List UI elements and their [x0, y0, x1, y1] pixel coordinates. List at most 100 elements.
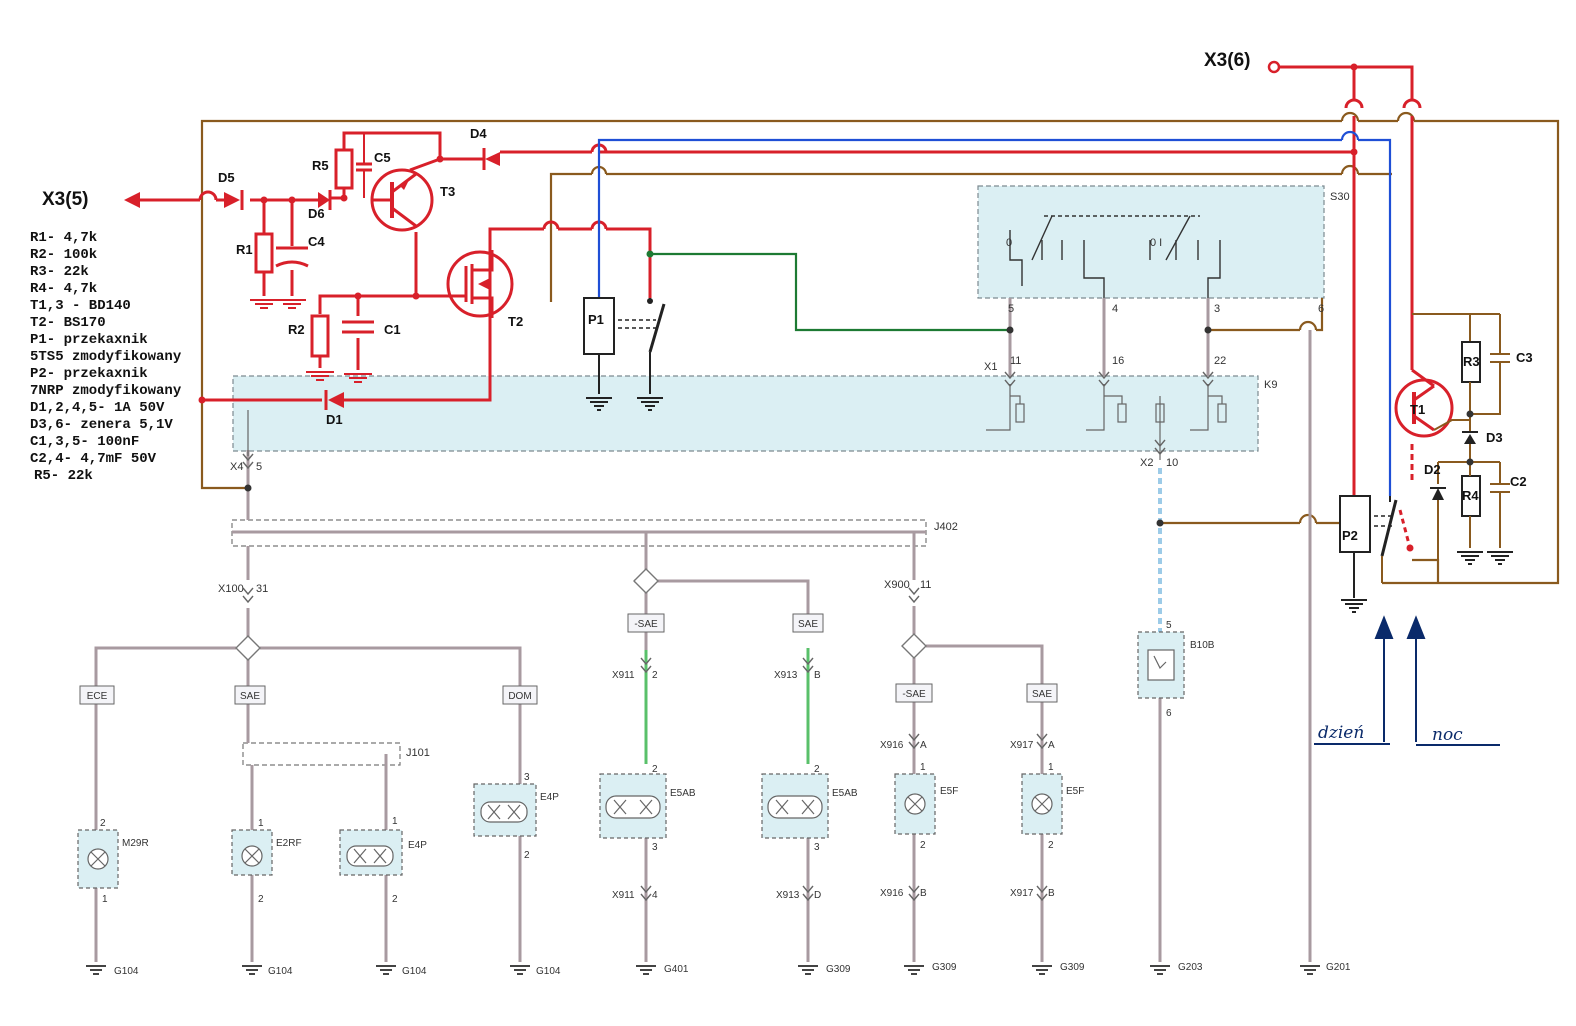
svg-text:E5F: E5F: [940, 786, 958, 797]
svg-text:G104: G104: [536, 966, 561, 977]
label-r3: R3: [1463, 354, 1480, 369]
label-x2: X2: [1140, 457, 1153, 469]
svg-text:G201: G201: [1326, 962, 1351, 973]
svg-text:3: 3: [524, 772, 530, 783]
svg-text:G203: G203: [1178, 962, 1203, 973]
svg-text:6: 6: [1166, 708, 1172, 719]
label-x900: X900: [884, 579, 910, 591]
svg-text:B: B: [1048, 888, 1055, 899]
relay-p2: [1339, 495, 1371, 553]
tag-nsae-2: -SAE: [895, 683, 933, 703]
svg-text:3: 3: [814, 842, 820, 853]
label-s30-pin: 6: [1318, 303, 1324, 315]
label-x100-pin: 31: [256, 583, 268, 595]
k9-internals: [247, 384, 1227, 460]
svg-text:X916: X916: [880, 888, 904, 899]
label-j101: J101: [406, 747, 430, 759]
svg-text:1: 1: [392, 816, 398, 827]
svg-text:A: A: [1048, 740, 1055, 751]
label-x2-pin: 10: [1166, 457, 1178, 469]
relay-p1-contact: [618, 298, 666, 394]
svg-text:4: 4: [652, 890, 658, 901]
label-s30-pos-b: 0 I: [1150, 237, 1162, 249]
diode-d4: [482, 148, 500, 170]
svg-text:G104: G104: [268, 966, 293, 977]
label-r1: R1: [236, 242, 253, 257]
label-s30: S30: [1330, 191, 1350, 203]
resistor-r2: [310, 314, 330, 358]
svg-text:X917: X917: [1010, 740, 1034, 751]
lamp-m29r: [77, 829, 119, 889]
label-day: dzień: [1318, 723, 1364, 743]
switch-module-s30: [977, 185, 1325, 299]
resistor-r1: [254, 232, 274, 274]
svg-text:2: 2: [392, 894, 398, 905]
svg-text:DOM: DOM: [508, 691, 531, 702]
svg-text:E5AB: E5AB: [832, 788, 858, 799]
legend-line: R2- 100k: [30, 247, 97, 263]
label-d3: D3: [1486, 430, 1503, 445]
tag-sae-3: SAE: [1026, 683, 1058, 703]
label-j402: J402: [934, 521, 958, 533]
label-s30-pin: 5: [1008, 303, 1014, 315]
label-x1-pin: 16: [1112, 355, 1124, 367]
label-d4: D4: [470, 126, 487, 141]
svg-text:2: 2: [524, 850, 530, 861]
svg-text:2: 2: [652, 670, 658, 681]
svg-text:SAE: SAE: [1032, 689, 1052, 700]
svg-text:E5F: E5F: [1066, 786, 1084, 797]
label-r5: R5: [312, 158, 329, 173]
label-s30-pos-a: 0: [1006, 237, 1012, 249]
label-x4: X4: [230, 461, 243, 473]
label-s30-pin: 3: [1214, 303, 1220, 315]
legend-line: P1- przekaxnik: [30, 332, 148, 348]
svg-text:X913: X913: [774, 670, 798, 681]
label-c1: C1: [384, 322, 401, 337]
label-d5: D5: [218, 170, 235, 185]
capacitor-c5: [356, 133, 372, 198]
svg-text:E4P: E4P: [408, 840, 427, 851]
label-p2: P2: [1342, 528, 1358, 543]
svg-text:B: B: [814, 670, 821, 681]
label-c4: C4: [308, 234, 325, 249]
diode-d1: [324, 390, 344, 410]
component-legend: R1- 4,7k R2- 100k R3- 22k R4- 4,7k T1,3 …: [30, 230, 182, 484]
transistor-t1: [1394, 368, 1470, 438]
lamp-e4p-right: [473, 783, 537, 837]
svg-text:1: 1: [258, 818, 264, 829]
label-night: noc: [1432, 725, 1463, 745]
label-t2: T2: [508, 314, 523, 329]
svg-text:X917: X917: [1010, 888, 1034, 899]
svg-text:G104: G104: [114, 966, 139, 977]
legend-line: R4- 4,7k: [30, 281, 97, 297]
svg-text:ECE: ECE: [87, 691, 108, 702]
junction-j101: [242, 742, 401, 766]
svg-text:2: 2: [920, 840, 926, 851]
svg-text:2: 2: [814, 764, 820, 775]
svg-text:G309: G309: [1060, 962, 1085, 973]
tag-dom: DOM: [502, 685, 538, 705]
legend-line: T2- BS170: [30, 315, 106, 331]
label-d2: D2: [1424, 462, 1441, 477]
svg-text:B10B: B10B: [1190, 640, 1215, 651]
svg-text:G104: G104: [402, 966, 427, 977]
svg-text:G309: G309: [826, 964, 851, 975]
legend-line: D3,6- zenera 5,1V: [30, 417, 173, 433]
svg-text:M29R: M29R: [122, 838, 149, 849]
tag-sae-1: SAE: [234, 685, 266, 705]
tag-ece: ECE: [79, 685, 115, 705]
lamp-e5f-right: [1021, 773, 1063, 835]
label-d1: D1: [326, 412, 343, 427]
capacitor-c4: [275, 246, 309, 268]
svg-text:3: 3: [652, 842, 658, 853]
lamp-e2rf: [231, 829, 273, 876]
label-x900-pin: 11: [920, 579, 931, 591]
svg-text:E2RF: E2RF: [276, 838, 302, 849]
module-k9: [232, 375, 1259, 452]
svg-text:D: D: [814, 890, 821, 901]
svg-text:E5AB: E5AB: [670, 788, 696, 799]
terminal-dot-x3-6: [1267, 60, 1281, 74]
label-p1: P1: [588, 312, 604, 327]
svg-text:E4P: E4P: [540, 792, 559, 803]
label-x1: X1: [984, 361, 997, 373]
